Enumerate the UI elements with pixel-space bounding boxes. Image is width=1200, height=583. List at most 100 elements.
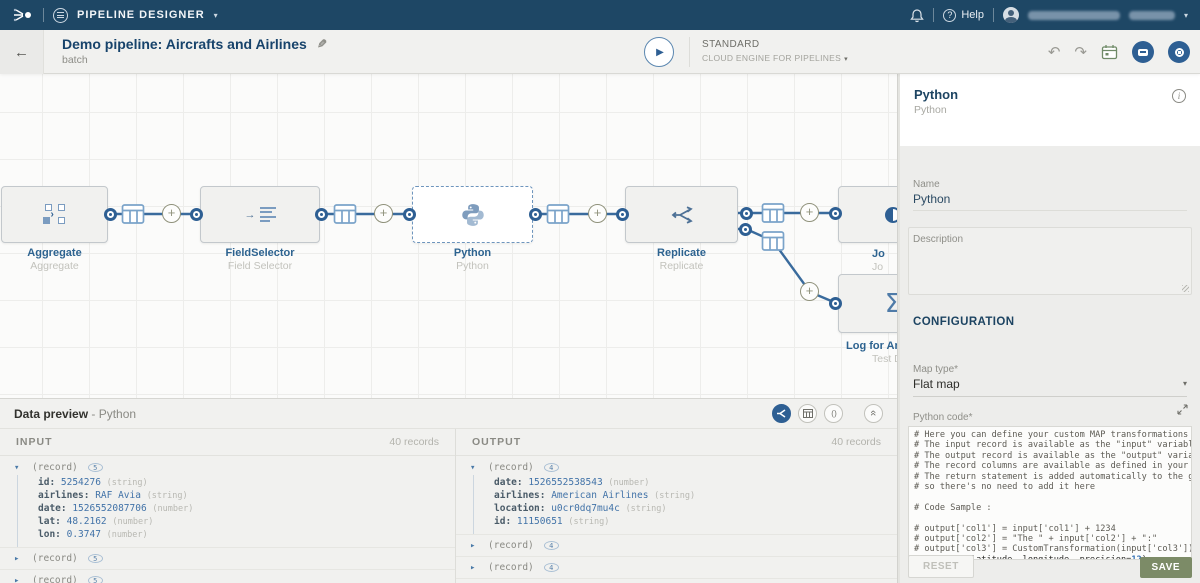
record-toggle[interactable]: ▸(record)4 <box>456 579 897 583</box>
code-line: # output['col3'] = CustomTransformation(… <box>914 544 1192 555</box>
port[interactable] <box>529 208 542 221</box>
panel-divider[interactable] <box>897 74 900 583</box>
run-pipeline-button[interactable]: ▶ <box>644 37 674 67</box>
info-icon[interactable]: i <box>1172 89 1186 103</box>
help-label: Help <box>961 9 984 21</box>
user-name-redacted <box>1027 10 1120 20</box>
schedule-calendar-icon[interactable] <box>1101 44 1118 60</box>
preview-raw-view-button[interactable]: ( ) <box>824 404 843 423</box>
python-code-editor[interactable]: # Here you can define your custom MAP tr… <box>908 426 1192 560</box>
description-textarea[interactable] <box>908 227 1192 295</box>
help-button[interactable]: ? Help <box>943 8 984 22</box>
pipeline-canvas[interactable]: › Aggregate Aggregate → FieldSelector Fi… <box>0 74 897 398</box>
field-value: 1526552538543 <box>528 477 609 488</box>
panel-title: Python <box>914 87 959 102</box>
port[interactable] <box>616 208 629 221</box>
field-key: location: <box>494 503 552 514</box>
preview-table-view-button[interactable] <box>798 404 817 423</box>
expand-editor-icon[interactable] <box>1177 404 1188 415</box>
record-row: ▸(record)4 <box>456 534 897 556</box>
chat-icon <box>1138 48 1148 56</box>
input-label: INPUT <box>16 436 53 448</box>
question-icon: ? <box>943 8 957 22</box>
app-menu[interactable]: PIPELINE DESIGNER <box>77 9 205 21</box>
save-button[interactable]: SAVE <box>1139 557 1192 578</box>
chevron-right-icon: ▸ <box>470 540 476 551</box>
chevron-down-icon: ▾ <box>1182 379 1187 388</box>
port[interactable] <box>190 208 203 221</box>
field-row: date: 1526552538543 (number) <box>494 476 897 489</box>
code-line: # The input record is available as the "… <box>914 440 1192 451</box>
record-fields: id: 5254276 (string)airlines: RAF Avia (… <box>17 475 455 547</box>
configuration-section-title: CONFIGURATION <box>913 316 1015 328</box>
record-toggle[interactable]: ▾(record)5 <box>0 456 455 475</box>
add-processor-button[interactable]: + <box>162 204 181 223</box>
field-type: (string) <box>568 517 610 527</box>
record-toggle[interactable]: ▸(record)5 <box>0 570 455 583</box>
record-label: (record) <box>32 462 78 473</box>
field-key: airlines: <box>494 490 552 501</box>
port[interactable] <box>829 207 842 220</box>
map-type-value: Flat map <box>913 377 960 391</box>
node-fieldselector[interactable]: → <box>200 186 320 243</box>
back-button[interactable]: ← <box>0 30 44 74</box>
field-row: date: 1526552087706 (number) <box>38 502 455 515</box>
divider <box>933 8 935 22</box>
port[interactable] <box>740 207 753 220</box>
edit-pencil-icon[interactable]: ✎ <box>316 37 327 51</box>
chevron-down-icon: ▾ <box>844 56 848 63</box>
record-toggle[interactable]: ▸(record)4 <box>456 557 897 578</box>
undo-button[interactable]: ↶ <box>1047 44 1061 61</box>
divider <box>992 8 994 22</box>
data-preview-title: Data preview - Python <box>14 406 137 421</box>
engine-selector[interactable]: STANDARD CLOUD ENGINE FOR PIPELINES▾ <box>702 39 848 63</box>
preview-split-view-button[interactable] <box>772 404 791 423</box>
field-key: lon: <box>38 529 67 540</box>
dataset-icon[interactable] <box>761 202 785 224</box>
node-join[interactable] <box>838 186 897 243</box>
notifications-bell-icon[interactable] <box>910 8 925 23</box>
node-aggregate[interactable]: › <box>1 186 108 243</box>
port[interactable] <box>104 208 117 221</box>
node-replicate[interactable] <box>625 186 738 243</box>
record-label: (record) <box>488 562 534 573</box>
chevron-right-icon: ▸ <box>14 575 20 583</box>
dataset-icon[interactable] <box>761 230 785 252</box>
name-label: Name <box>913 179 940 190</box>
port[interactable] <box>403 208 416 221</box>
name-input[interactable]: Python <box>913 192 1187 211</box>
input-header: INPUT 40 records <box>0 429 455 456</box>
chevron-down-icon[interactable]: ▾ <box>1183 10 1188 20</box>
field-value: RAF Avia <box>95 490 147 501</box>
processing-button[interactable] <box>1132 41 1154 63</box>
add-processor-button[interactable]: + <box>588 204 607 223</box>
chevron-down-icon[interactable]: ▾ <box>213 10 218 20</box>
add-processor-button[interactable]: + <box>800 282 819 301</box>
pipeline-mode-label: batch <box>62 54 88 66</box>
field-type: (string) <box>146 491 188 501</box>
port[interactable] <box>739 223 752 236</box>
dataset-icon[interactable] <box>546 203 570 225</box>
engine-name: STANDARD <box>702 39 760 50</box>
redo-button[interactable]: ↷ <box>1074 44 1087 61</box>
dataset-icon[interactable] <box>121 203 145 225</box>
stop-button[interactable] <box>1168 41 1190 63</box>
dataset-icon[interactable] <box>333 203 357 225</box>
output-header: OUTPUT 40 records <box>456 429 897 456</box>
user-avatar[interactable] <box>1002 7 1019 23</box>
map-type-select[interactable]: Flat map ▾ <box>913 377 1187 397</box>
record-toggle[interactable]: ▸(record)5 <box>0 548 455 569</box>
node-python[interactable] <box>412 186 533 243</box>
add-processor-button[interactable]: + <box>800 203 819 222</box>
port[interactable] <box>829 297 842 310</box>
reset-button[interactable]: RESET <box>908 555 974 578</box>
node-log-for-analytics[interactable]: Σ <box>838 274 897 333</box>
code-line: # The output record is available as the … <box>914 450 1192 461</box>
collapse-preview-button[interactable]: « <box>864 404 883 423</box>
record-toggle[interactable]: ▾(record)4 <box>456 456 897 475</box>
add-processor-button[interactable]: + <box>374 204 393 223</box>
port[interactable] <box>315 208 328 221</box>
record-toggle[interactable]: ▸(record)4 <box>456 535 897 556</box>
